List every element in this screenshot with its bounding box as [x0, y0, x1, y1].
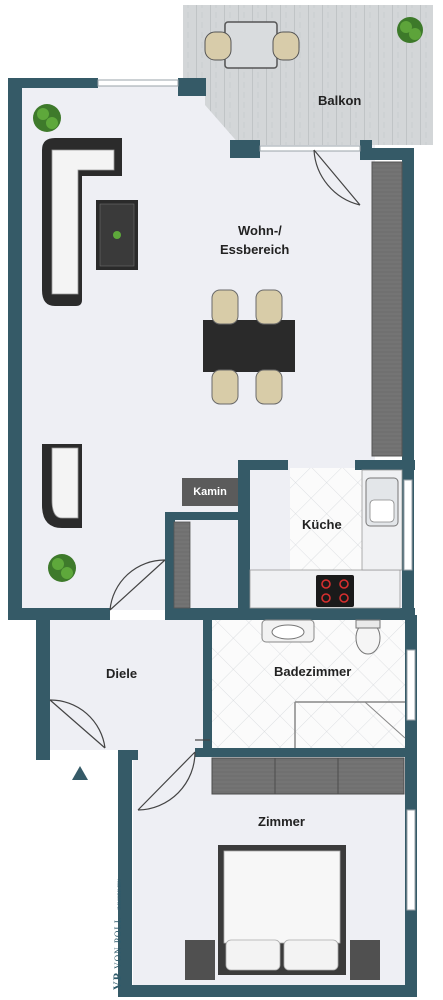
wall-balcony-corner	[230, 140, 260, 158]
wall-balcony-right-top	[360, 140, 372, 160]
room-label-bedroom: Zimmer	[258, 814, 305, 829]
window-bed	[406, 809, 416, 911]
hall-floor	[50, 620, 210, 750]
doors	[49, 149, 361, 811]
plant-icon	[33, 104, 61, 132]
wall-top-living-2	[178, 78, 206, 96]
kitchen-tiles	[290, 468, 365, 570]
wall-right-upper	[368, 148, 413, 160]
window-balcony	[259, 145, 361, 152]
window-top	[97, 79, 179, 87]
wall-left-living	[8, 78, 22, 618]
bed-mattress	[223, 850, 341, 944]
wall-bath-left	[203, 615, 212, 755]
wall-living-bottom-2	[165, 608, 415, 620]
room-label-bath: Badezimmer	[274, 664, 352, 679]
dining-chair	[211, 369, 239, 405]
room-label-hall: Diele	[106, 666, 138, 681]
kitchen-fixtures	[249, 469, 403, 609]
window-kitchen	[403, 479, 413, 571]
nightstand	[185, 940, 215, 980]
pillow	[283, 939, 339, 971]
toilet-tank	[355, 619, 381, 629]
entrance-door	[49, 699, 106, 749]
dining-chair	[255, 369, 283, 405]
windows	[97, 79, 416, 911]
wall-kitchen-top	[238, 460, 288, 470]
cooktop	[316, 575, 354, 607]
wall-bath-bottom	[195, 748, 417, 757]
shower-door	[364, 701, 406, 739]
north-arrow-icon	[72, 766, 88, 780]
washbasin	[271, 624, 305, 640]
room-label-kitchen: Küche	[302, 517, 342, 532]
room-label-fireplace: Kamin	[182, 480, 238, 504]
wall-hall-bottom-right	[118, 750, 138, 760]
burner	[321, 593, 331, 603]
wall-top-living	[8, 78, 98, 88]
room-label-living-line1: Wohn-/	[238, 223, 282, 238]
plant-icon	[113, 231, 121, 239]
balcony-door	[313, 149, 361, 206]
nightstand	[350, 940, 380, 980]
brand-subtitle: IMMOBILIEN	[118, 879, 123, 910]
wall-left-bed	[118, 755, 132, 997]
wall-left-hall	[36, 615, 50, 760]
wardrobe	[211, 757, 405, 795]
storage-shelf	[173, 521, 191, 609]
wall-storage-top	[165, 512, 240, 520]
balcony-chair-right	[272, 31, 300, 61]
plant-icon	[48, 554, 76, 582]
sofa-cushions	[51, 149, 115, 295]
wall-hall-bottom	[36, 750, 50, 760]
bedroom-furniture	[185, 757, 405, 980]
living-door	[109, 559, 166, 611]
plant-icon	[397, 17, 423, 43]
wall-living-bottom	[8, 608, 110, 620]
burners	[321, 579, 349, 603]
wall-bottom-bed	[118, 985, 417, 997]
window-bath	[406, 649, 416, 721]
burner	[321, 579, 331, 589]
dining-chairs	[211, 289, 283, 405]
dining-chair	[255, 289, 283, 325]
brand-logo: VP	[110, 972, 124, 990]
room-label-balcony: Balkon	[318, 93, 362, 108]
bedroom-door	[137, 751, 196, 811]
wall-cabinet	[371, 161, 403, 457]
brand-watermark: VP VON POLL IMMOBILIEN	[110, 879, 125, 990]
armchair-cushion	[51, 447, 79, 519]
wall-kitchen-top-2	[355, 460, 415, 470]
balcony-table	[224, 21, 278, 69]
balcony-furniture	[204, 17, 423, 69]
sink-basin	[369, 499, 395, 523]
dining-table	[203, 320, 295, 372]
dining-chair	[211, 289, 239, 325]
pillow	[225, 939, 281, 971]
wall-storage-left	[165, 512, 175, 612]
bath-fixtures	[261, 619, 406, 748]
wall-kitchen-left	[238, 460, 250, 615]
burner	[339, 579, 349, 589]
wall-right-upper-v	[402, 148, 414, 468]
room-label-living-line2: Essbereich	[220, 242, 290, 257]
brand-name: VON POLL	[113, 916, 123, 969]
burner	[339, 593, 349, 603]
balcony-chair-left	[204, 31, 232, 61]
